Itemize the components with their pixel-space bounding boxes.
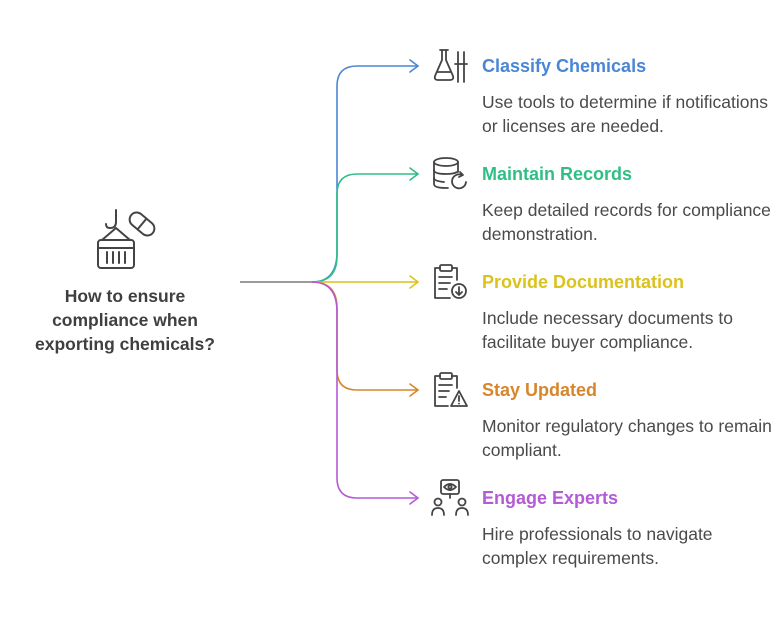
item-title-engage: Engage Experts [482, 488, 619, 508]
crane-hook-capsule-icon [97, 209, 156, 269]
clipboard-warning-icon [434, 372, 468, 407]
chemistry-flask-icon [433, 49, 468, 83]
branch-provide [311, 275, 419, 289]
branch-classify [311, 59, 419, 283]
item-desc-engage: Hire professionals to navigate complex r… [482, 524, 713, 568]
item-desc-maintain: Keep detailed records for compliance dem… [482, 200, 771, 244]
central-question: How to ensure compliance when exporting … [35, 286, 215, 354]
experts-eye-icon [431, 479, 469, 516]
database-refresh-icon [433, 157, 467, 190]
clipboard-download-icon [434, 264, 467, 299]
branch-maintain [311, 167, 419, 283]
item-desc-provide: Include necessary documents to facilitat… [482, 308, 733, 352]
branch-engage [311, 281, 419, 505]
branch-stay [311, 281, 419, 397]
item-desc-stay: Monitor regulatory changes to remain com… [482, 416, 772, 460]
item-title-maintain: Maintain Records [482, 164, 633, 184]
item-title-classify: Classify Chemicals [482, 56, 647, 76]
item-title-provide: Provide Documentation [482, 272, 685, 292]
item-title-stay: Stay Updated [482, 380, 598, 400]
item-desc-classify: Use tools to determine if notifications … [482, 92, 768, 136]
